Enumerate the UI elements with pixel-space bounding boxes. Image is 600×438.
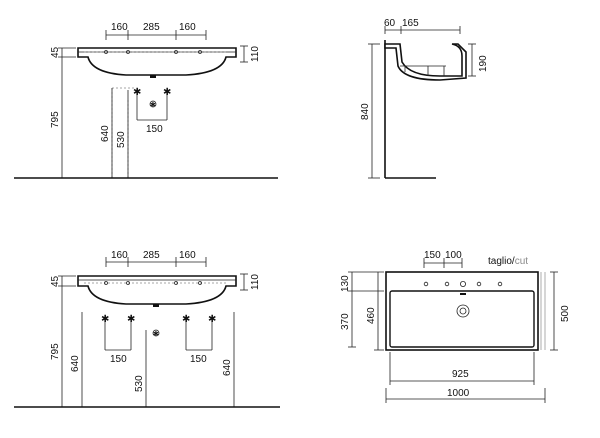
- dim-640: 640: [100, 125, 111, 142]
- dim-150-left: 150: [110, 354, 127, 365]
- inlet-cross-right: ✱: [163, 87, 171, 98]
- drain-mark: ✱: [150, 101, 156, 109]
- dim-925: 925: [452, 369, 469, 380]
- basin-bowl: [389, 290, 535, 348]
- front-view-double: 160 285 160 45 110 795 640 ✱ ✱ 150 ✱: [14, 250, 280, 408]
- inlet-cross-left-b: ✱: [127, 314, 135, 325]
- dim-370: 370: [340, 313, 351, 330]
- dim-110: 110: [250, 274, 261, 290]
- inlet-cross-left: ✱: [133, 87, 141, 98]
- dim-top-160-b: 160: [179, 250, 196, 261]
- dim-150-right: 150: [190, 354, 207, 365]
- dim-top-160-a: 160: [111, 22, 128, 33]
- dim-795: 795: [50, 343, 61, 360]
- dim-top-285: 285: [143, 250, 160, 261]
- dim-640-right: 640: [222, 359, 233, 376]
- front-view-single: 160 285 160 45 110 795 640 530: [14, 22, 278, 179]
- side-view: 60 165 190 840: [360, 18, 489, 179]
- dim-165: 165: [402, 18, 419, 29]
- cut-label-it: taglio/: [488, 256, 515, 267]
- inlet-cross-left-a: ✱: [101, 314, 109, 325]
- dim-150-top: 150: [424, 250, 441, 261]
- dim-150: 150: [146, 124, 163, 135]
- dim-45: 45: [50, 46, 61, 58]
- plan-view: 150 100 taglio/cut 130 460 370 50: [340, 250, 571, 403]
- basin-outline: [77, 47, 237, 76]
- dim-top-160-a: 160: [111, 250, 128, 261]
- cut-label: taglio/cut: [488, 256, 528, 267]
- inlet-cross-right-a: ✱: [182, 314, 190, 325]
- dim-top-160-b: 160: [179, 22, 196, 33]
- basin-outline: [77, 275, 237, 305]
- dim-110: 110: [250, 46, 261, 62]
- dim-460: 460: [366, 307, 377, 324]
- basin-section: [384, 43, 467, 81]
- dim-190: 190: [478, 55, 489, 72]
- dim-500: 500: [560, 305, 571, 322]
- cut-label-en: cut: [515, 256, 529, 267]
- drain-mark: ✱: [153, 330, 159, 338]
- dim-640-left: 640: [70, 355, 81, 372]
- dim-top-285: 285: [143, 22, 160, 33]
- dim-530: 530: [134, 375, 145, 392]
- dim-60: 60: [384, 18, 396, 29]
- dim-45: 45: [50, 275, 61, 287]
- dim-795: 795: [50, 111, 61, 128]
- dim-1000: 1000: [447, 388, 470, 399]
- inlet-cross-right-b: ✱: [208, 314, 216, 325]
- dim-840: 840: [360, 103, 371, 120]
- dim-100-top: 100: [445, 250, 462, 261]
- dim-130: 130: [340, 275, 351, 292]
- dim-530: 530: [116, 131, 127, 148]
